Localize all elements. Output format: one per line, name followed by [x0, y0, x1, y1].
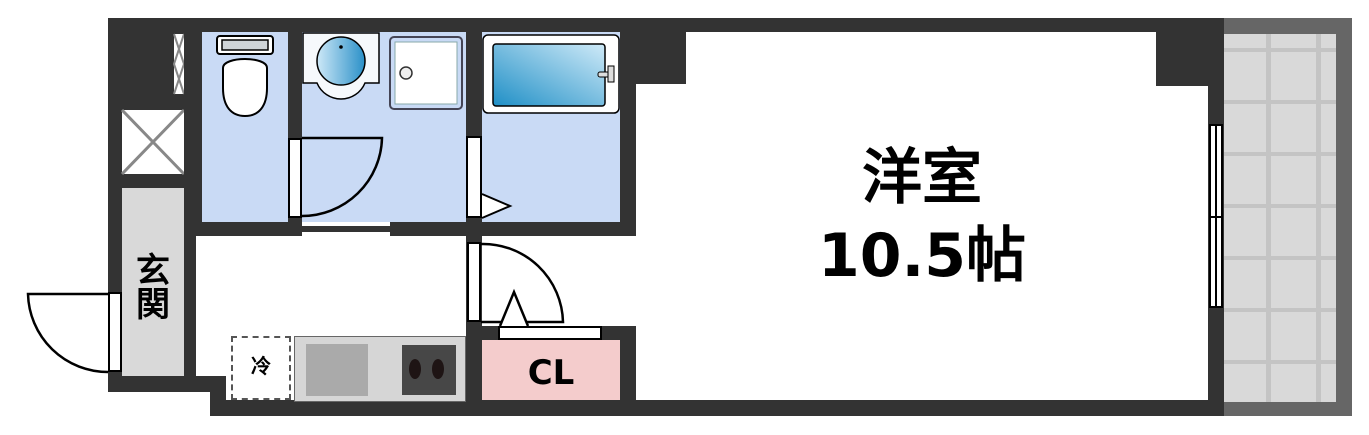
balcony-floor — [1224, 34, 1336, 402]
washbasin-icon — [302, 32, 380, 100]
column-top-mid — [620, 18, 686, 84]
wall-wet-area-bottom-3 — [390, 222, 636, 236]
entrance-floor — [122, 188, 184, 376]
fridge-space — [231, 336, 291, 400]
wall-wet-area-bottom-2 — [302, 226, 390, 232]
toilet-icon — [216, 35, 274, 118]
main-room-type: 洋室 — [862, 143, 982, 213]
balcony — [1224, 18, 1352, 416]
wall-storage-divider — [108, 174, 200, 188]
vent-small — [172, 33, 186, 95]
entry-door-leaf[interactable] — [108, 292, 122, 372]
washroom-door-swing — [301, 136, 384, 218]
bathtub-icon — [482, 34, 620, 114]
main-room-size: 10.5帖 — [817, 221, 1027, 291]
burner-icon — [409, 359, 421, 379]
kitchen-counter — [294, 336, 466, 402]
wall-entrance-right — [184, 188, 196, 388]
wall-storage-right — [184, 18, 202, 236]
washing-machine-pan-icon — [389, 36, 463, 110]
closet — [482, 340, 620, 400]
toilet-door-leaf[interactable] — [288, 138, 302, 218]
column-top-right — [1156, 18, 1224, 86]
stove-icon — [402, 345, 456, 395]
bath-door-leaf[interactable] — [466, 136, 482, 218]
storage-x-box — [120, 108, 186, 176]
wall-bottom — [210, 400, 1224, 416]
window-meeting-rail — [1211, 216, 1221, 218]
wall-wet-area-bottom — [184, 222, 302, 236]
closet-label: CL — [527, 353, 575, 393]
entrance-label-line2: 関 — [136, 285, 170, 325]
closet-door[interactable] — [498, 326, 602, 340]
folding-door-arrow-icon — [498, 288, 530, 327]
sink-icon — [306, 344, 368, 396]
folding-door-icon — [481, 193, 513, 219]
entrance-label-line1: 玄 — [136, 251, 170, 291]
entrance-label: 玄 関 — [122, 254, 184, 322]
room-door-swing — [480, 242, 565, 324]
fridge-label: 冷 — [251, 354, 271, 378]
room-door-leaf[interactable] — [467, 242, 481, 322]
wall-entrance-bottom — [108, 376, 212, 392]
wall-main-left-lower — [620, 326, 636, 416]
burner-icon — [432, 359, 444, 379]
entry-door-swing — [26, 292, 110, 374]
balcony-window[interactable] — [1209, 124, 1223, 308]
